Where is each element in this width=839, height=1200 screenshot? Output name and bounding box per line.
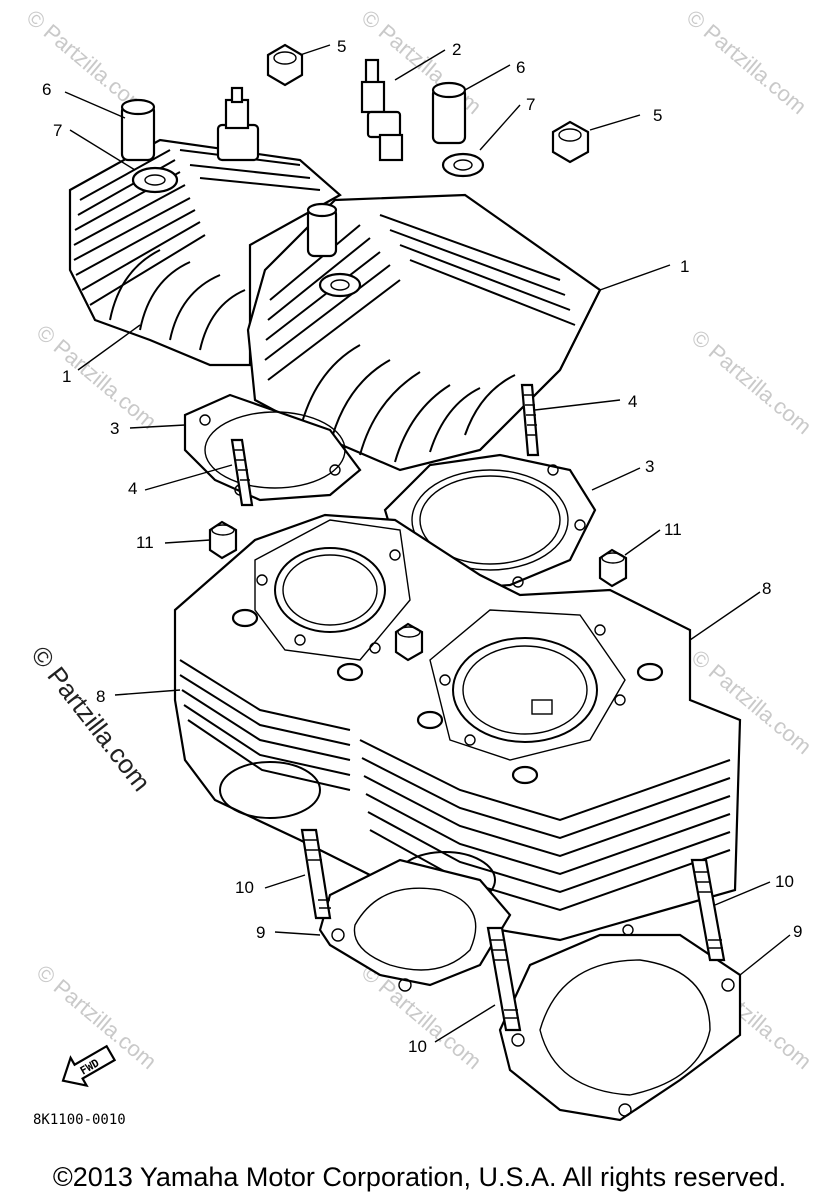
callout-3: 3 [645,457,654,476]
callout-1: 1 [680,257,689,276]
long-stud-left [300,828,332,920]
spark-plug-left [216,86,260,162]
fwd-arrow-icon: FWD [61,1044,117,1088]
callout-10: 10 [408,1037,427,1056]
copyright-notice: ©2013 Yamaha Motor Corporation, U.S.A. A… [52,1162,787,1192]
callout-11: 11 [664,520,682,539]
watermark: © Partzilla.com [687,325,817,439]
stud-right [520,383,540,457]
spark-plug-right [360,58,404,162]
callout-6: 6 [516,58,525,77]
collar-right [431,81,467,145]
callout-4: 4 [128,479,137,498]
plug-nut-right [598,548,628,588]
callout-5: 5 [337,37,346,56]
nut-right [551,120,590,164]
cylinder-head-right [246,193,602,472]
callout-10: 10 [775,872,794,891]
callout-4: 4 [628,392,637,411]
callout-1: 1 [62,367,71,386]
callout-3: 3 [110,419,119,438]
base-gasket-left [318,858,512,992]
head-gasket-left [183,393,362,502]
washer-center [318,272,362,298]
plug-nut-center [394,622,424,662]
callout-7: 7 [53,121,62,140]
watermark: © Partzilla.com [682,5,812,119]
plug-nut-left [208,520,238,560]
callout-11: 11 [136,533,154,552]
diagram-code: 8K1100-0010 [33,1112,126,1128]
callout-9: 9 [793,922,802,941]
collar-left [120,98,156,162]
callout-9: 9 [256,923,265,942]
base-gasket-right [498,924,742,1122]
callout-5: 5 [653,106,662,125]
callout-8: 8 [96,687,105,706]
callout-7: 7 [526,95,535,114]
washer-right [441,152,485,178]
washer-left [131,166,179,194]
collar-center [306,202,338,258]
callout-8: 8 [762,579,771,598]
long-stud-center [486,926,522,1032]
leader-lines [64,44,791,1043]
callout-10: 10 [235,878,254,897]
callout-2: 2 [452,40,461,59]
long-stud-right [690,858,726,962]
stud-left [230,438,254,507]
callout-labels: 5 2 6 7 5 6 7 1 1 3 4 4 3 11 11 8 8 10 1… [42,37,802,1056]
watermark-side: © Partzilla.com [25,640,157,797]
nut-left [266,43,304,87]
callout-6: 6 [42,80,51,99]
